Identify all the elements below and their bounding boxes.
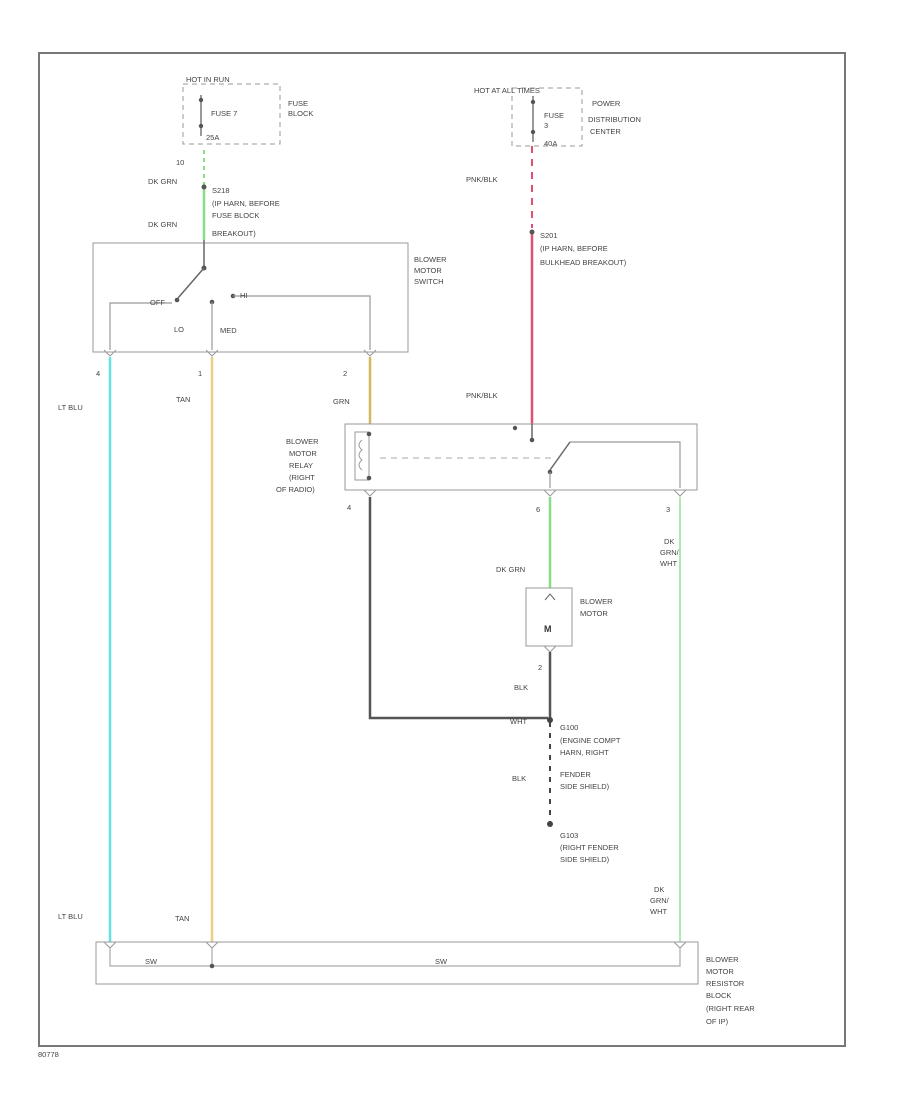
s218-wire-bottom: DK GRN [148,220,177,229]
g100-desc-3: FENDER [560,770,591,779]
resistor-label-right: SW [435,957,448,966]
diagram-frame [38,52,846,1047]
blower-motor: M BLOWER MOTOR 2 BLK [514,587,613,718]
s218-id: S218 [212,186,230,195]
relay-label-2: MOTOR [289,449,317,458]
dk-grn-wht-relay-label: DK GRN/ WHT [660,537,680,568]
fuse-right-hot: HOT AT ALL TIMES [474,86,540,95]
fuse-block-right: HOT AT ALL TIMES FUSE 3 40A POWER DISTRI… [474,86,641,148]
splice-s201-group: PNK/BLK S201 (IP HARN, BEFORE BULKHEAD B… [466,146,627,424]
switch-off: OFF [150,298,165,307]
wire-tan-bottom: TAN [175,914,189,923]
motor-label-2: MOTOR [580,609,608,618]
wire-lt-blu-bottom: LT BLU [58,912,83,921]
wire-blk-motor: BLK [514,683,528,692]
g103-desc-1: (RIGHT FENDER [560,843,619,852]
dk-grn-wht-resistor-l2: GRN/ [650,896,670,905]
fuse-block-label-1: FUSE [288,99,308,108]
wire-grn-top: GRN [333,397,350,406]
fuse-right-amps: 40A [544,139,557,148]
pdc-label-2: DISTRIBUTION [588,115,641,124]
fuse-left-amps: 25A [206,133,219,142]
switch-name-2: MOTOR [414,266,442,275]
s218-desc-3: BREAKOUT) [212,229,256,238]
relay-label-4: (RIGHT [289,473,315,482]
dk-grn-wht-relay-l1: DK [664,537,674,546]
pdc-label-3: CENTER [590,127,621,136]
relay-pin-6: 6 [536,505,540,514]
dk-grn-wht-resistor-l3: WHT [650,907,667,916]
blower-motor-relay: BLOWER MOTOR RELAY (RIGHT OF RADIO) 4 6 … [276,423,698,514]
wire-tan-top: TAN [176,395,190,404]
resistor-name-1: BLOWER [706,955,739,964]
switch-pin-2: 2 [343,369,347,378]
s201-desc-1: (IP HARN, BEFORE [540,244,608,253]
fuse-right-fuse-l2: 3 [544,121,548,130]
wire-blk-ground: BLK [512,774,526,783]
switch-hi: HI [240,291,248,300]
footer-id: 80778 [38,1050,59,1059]
s218-pin: 10 [176,158,184,167]
g100-id: G100 [560,723,578,732]
s201-id: S201 [540,231,558,240]
s201-wire-top: PNK/BLK [466,175,498,184]
s218-desc-2: FUSE BLOCK [212,211,260,220]
motor-label-1: BLOWER [580,597,613,606]
g100-desc-4: SIDE SHIELD) [560,782,610,791]
switch-output-wires: LT BLU TAN GRN LT BLU TAN [58,357,372,942]
s201-desc-2: BULKHEAD BREAKOUT) [540,258,627,267]
s218-wire-top: DK GRN [148,177,177,186]
switch-name-3: SWITCH [414,277,444,286]
dk-grn-wht-relay-l2: GRN/ [660,548,680,557]
fuse-block-label-2: BLOCK [288,109,313,118]
switch-med: MED [220,326,237,335]
motor-symbol: M [544,624,552,634]
fuse-left-fuse: FUSE 7 [211,109,237,118]
g100-desc-1: (ENGINE COMPT [560,736,621,745]
wire-wht: WHT [510,717,527,726]
pdc-label-1: POWER [592,99,621,108]
relay-label-5: OF RADIO) [276,485,315,494]
dk-grn-wht-relay-l3: WHT [660,559,677,568]
fuse-right-fuse-l1: FUSE [544,111,564,120]
resistor-name-2: MOTOR [706,967,734,976]
resistor-name-5: (RIGHT REAR [706,1004,755,1013]
switch-pin-1: 1 [198,369,202,378]
relay-ground-wire [368,497,548,720]
splice-s218-group: 10 DK GRN S218 (IP HARN, BEFORE FUSE BLO… [148,150,280,240]
wire-dk-grn-motor: DK GRN [496,565,525,574]
ground-g103: G103 (RIGHT FENDER SIDE SHIELD) [547,821,619,864]
g103-id: G103 [560,831,578,840]
g100-desc-2: HARN, RIGHT [560,748,609,757]
g103-desc-2: SIDE SHIELD) [560,855,610,864]
relay-pin-4: 4 [347,503,351,512]
switch-name-1: BLOWER [414,255,447,264]
dk-grn-wht-resistor-l1: DK [654,885,664,894]
switch-pin-4: 4 [96,369,100,378]
s218-desc-1: (IP HARN, BEFORE [212,199,280,208]
wire-lt-blu-top: LT BLU [58,403,83,412]
relay-pin-3: 3 [666,505,670,514]
resistor-name-6: OF IP) [706,1017,729,1026]
dk-grn-wht-resistor-label: DK GRN/ WHT [650,885,670,916]
relay-label-1: BLOWER [286,437,319,446]
ground-g100: WHT G100 (ENGINE COMPT HARN, RIGHT FENDE… [510,717,621,822]
motor-pin-2: 2 [538,663,542,672]
switch-lo: LO [174,325,184,334]
resistor-label-left: SW [145,957,158,966]
resistor-block: SW SW BLOWER MOTOR RESISTOR BLOCK (RIGHT… [95,941,755,1026]
relay-label-3: RELAY [289,461,313,470]
resistor-name-3: RESISTOR [706,979,745,988]
blower-motor-switch: OFF HI LO MED BLOWER MOTOR SWITCH 4 1 2 [92,240,447,378]
fuse-left-hot: HOT IN RUN [186,75,230,84]
fuse-block-left: HOT IN RUN FUSE 7 25A FUSE BLOCK [182,75,313,145]
resistor-name-4: BLOCK [706,991,731,1000]
s201-wire-bottom: PNK/BLK [466,391,498,400]
